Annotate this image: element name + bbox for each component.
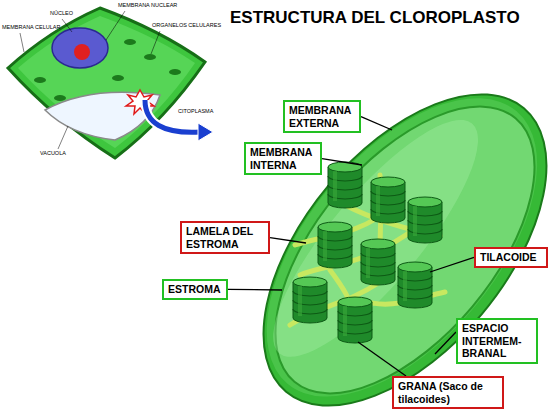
label-text: ESPACIO INTERMEM- BRANAL xyxy=(462,322,532,360)
part-label: CITOPLASMA xyxy=(178,108,213,115)
red-label-box: TILACOIDE xyxy=(474,247,548,268)
green-label-box: ESPACIO INTERMEM- BRANAL xyxy=(456,318,538,364)
part-label: VACUOLA xyxy=(40,150,66,157)
label-text: MEMBRANA EXTERNA xyxy=(289,104,355,129)
diagram-title: ESTRUCTURA DEL CLOROPLASTO xyxy=(230,9,520,28)
label-text: LAMELA DEL ESTROMA xyxy=(186,225,264,250)
green-label-box: MEMBRANA EXTERNA xyxy=(283,100,361,133)
leader-line xyxy=(358,342,406,376)
label-text: TILACOIDE xyxy=(480,251,542,264)
leader-line xyxy=(430,257,474,272)
leader-line xyxy=(361,117,392,130)
red-label-box: GRANA (Saco de tilacoides) xyxy=(392,376,504,409)
leader-line xyxy=(322,159,362,165)
green-label-box: ESTROMA xyxy=(162,279,228,300)
part-label: NÚCLEO xyxy=(50,10,73,17)
red-label-box: LAMELA DEL ESTROMA xyxy=(180,221,270,254)
part-label: ORGANELOS CELULARES xyxy=(152,22,221,29)
part-label: MEMBRANA CELULAR xyxy=(2,24,60,31)
leader-line xyxy=(435,332,456,354)
zoom-arrow xyxy=(145,100,213,141)
plant-cell xyxy=(8,8,205,158)
label-text: GRANA (Saco de tilacoides) xyxy=(398,380,498,405)
part-label: MEMBRANA NUCLEAR xyxy=(118,2,177,9)
green-label-box: MEMBRANA INTERNA xyxy=(244,142,322,175)
label-text: ESTROMA xyxy=(168,283,222,296)
leader-line xyxy=(270,238,306,243)
leader-line xyxy=(228,289,282,291)
label-text: MEMBRANA INTERNA xyxy=(250,146,316,171)
